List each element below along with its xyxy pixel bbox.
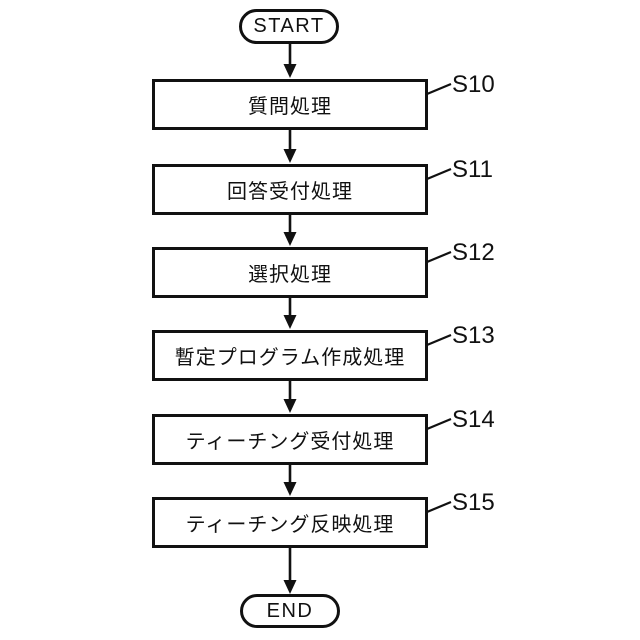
process-label: ティーチング受付処理 bbox=[185, 431, 395, 453]
process-box-s15: ティーチング反映処理 bbox=[152, 497, 428, 548]
step-id-s15: S15 bbox=[452, 489, 495, 516]
end-terminator: END bbox=[240, 594, 340, 628]
step-id-s12: S12 bbox=[452, 239, 495, 266]
start-label: START bbox=[253, 15, 325, 37]
leader-line-s11 bbox=[426, 167, 452, 181]
arrow-s10-to-s11 bbox=[283, 130, 297, 163]
step-id-s10: S10 bbox=[452, 71, 495, 98]
leader-line-s12 bbox=[426, 250, 452, 264]
process-label: ティーチング反映処理 bbox=[185, 514, 395, 536]
step-id-s14: S14 bbox=[452, 406, 495, 433]
leader-line-s15 bbox=[426, 500, 452, 514]
process-label: 回答受付処理 bbox=[227, 181, 353, 203]
process-label: 暫定プログラム作成処理 bbox=[174, 347, 406, 369]
process-label: 質問処理 bbox=[248, 96, 332, 118]
process-box-s14: ティーチング受付処理 bbox=[152, 414, 428, 465]
leader-line-s13 bbox=[426, 333, 452, 347]
step-id-s11: S11 bbox=[452, 156, 493, 183]
process-box-s10: 質問処理 bbox=[152, 79, 428, 130]
end-label: END bbox=[266, 599, 314, 622]
arrow-s14-to-s15 bbox=[283, 464, 297, 496]
arrow-s12-to-s13 bbox=[283, 297, 297, 329]
process-box-s12: 選択処理 bbox=[152, 247, 428, 298]
process-box-s11: 回答受付処理 bbox=[152, 164, 428, 215]
process-box-s13: 暫定プログラム作成処理 bbox=[152, 330, 428, 381]
start-terminator: START bbox=[239, 9, 339, 44]
leader-line-s14 bbox=[426, 417, 452, 431]
arrow-s11-to-s12 bbox=[283, 214, 297, 246]
arrow-s13-to-s14 bbox=[283, 380, 297, 413]
leader-line-s10 bbox=[426, 82, 452, 96]
arrow-start-to-s10 bbox=[283, 44, 297, 78]
process-label: 選択処理 bbox=[248, 264, 332, 286]
step-id-s13: S13 bbox=[452, 322, 495, 349]
arrow-s15-to-end bbox=[283, 548, 297, 594]
